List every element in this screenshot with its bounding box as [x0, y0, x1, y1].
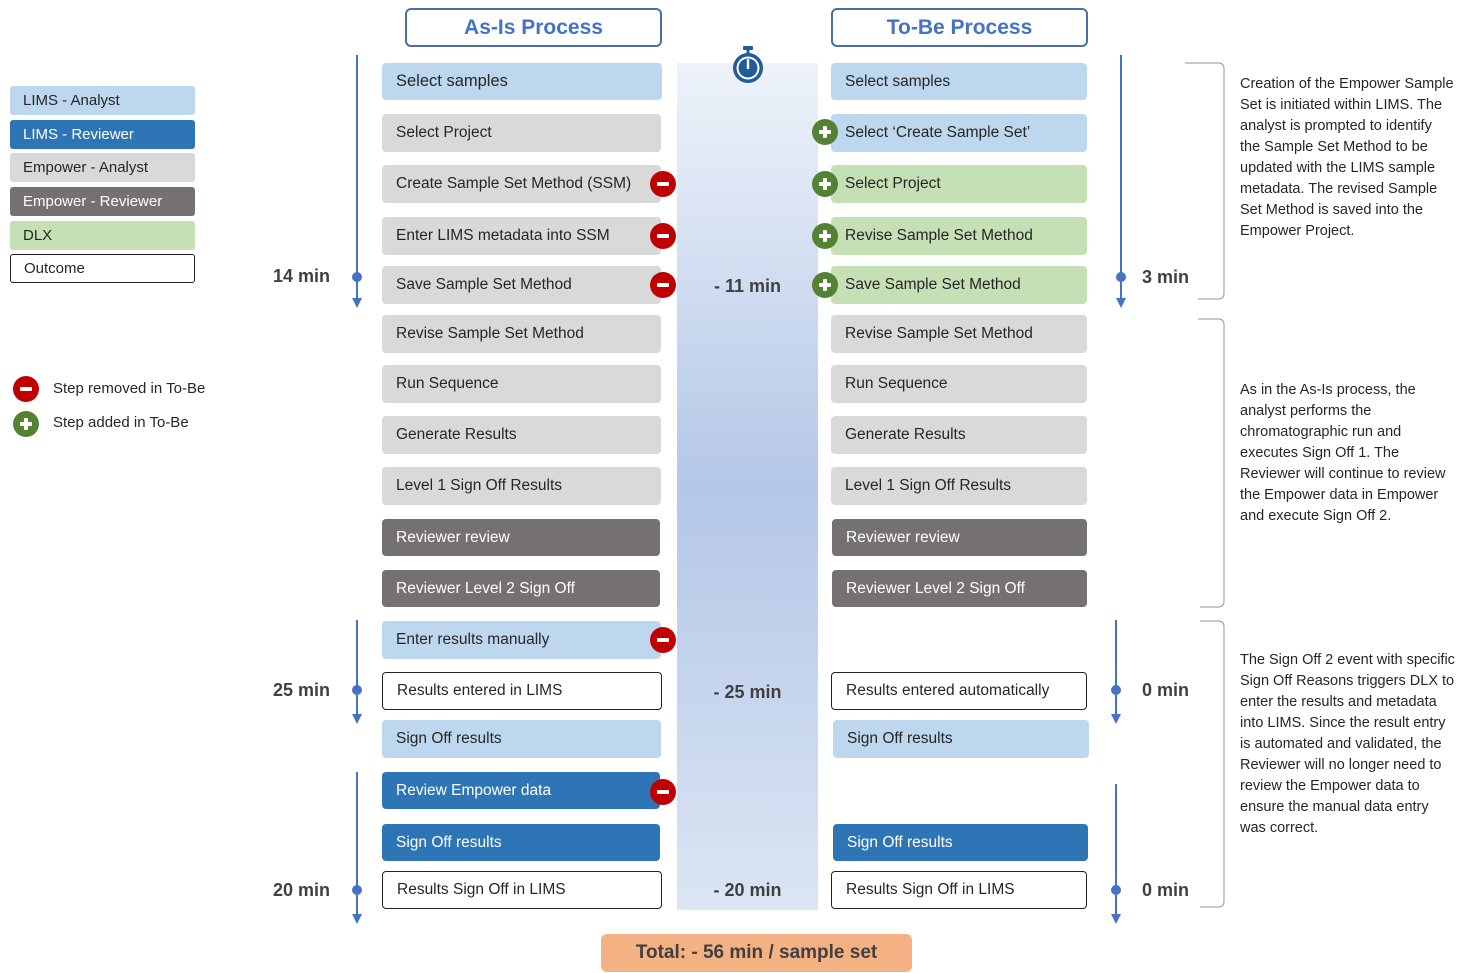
minus-circle-icon — [650, 779, 676, 805]
as-is-timeline — [352, 55, 362, 924]
to-be-step: Level 1 Sign Off Results — [831, 467, 1087, 505]
minus-circle-icon — [650, 272, 676, 298]
as-is-step: Select samples — [382, 63, 662, 100]
to-be-step: Run Sequence — [831, 365, 1087, 403]
to-be-outcome: Results Sign Off in LIMS — [831, 871, 1087, 909]
legend-label: LIMS - Reviewer — [23, 126, 134, 143]
to-be-step: Save Sample Set Method — [831, 266, 1087, 304]
minus-circle-icon — [650, 223, 676, 249]
legend-label: Outcome — [24, 260, 85, 277]
as-is-step: Reviewer Level 2 Sign Off — [382, 570, 660, 607]
as-is-step: Review Empower data — [382, 772, 660, 809]
as-is-outcome: Results Sign Off in LIMS — [382, 871, 662, 909]
to-be-time-2: 0 min — [1142, 680, 1190, 700]
to-be-step: Revise Sample Set Method — [831, 217, 1087, 255]
to-be-timeline — [1111, 55, 1126, 924]
to-be-time-3: 0 min — [1142, 880, 1190, 900]
legend-label: Empower - Analyst — [23, 159, 149, 176]
as-is-time-2: 25 min — [273, 680, 331, 700]
legend-label: DLX — [23, 227, 53, 244]
stopwatch-icon — [733, 46, 763, 83]
to-be-time-1: 3 min — [1142, 267, 1190, 287]
legend-label: LIMS - Analyst — [23, 92, 120, 109]
delta-label-1: - 11 min — [713, 276, 782, 296]
as-is-step: Reviewer review — [382, 519, 660, 556]
plus-circle-icon — [13, 411, 39, 437]
as-is-step: Level 1 Sign Off Results — [382, 467, 661, 505]
as-is-step: Select Project — [382, 114, 661, 152]
delta-label-2: - 25 min — [713, 682, 782, 702]
as-is-header: As-Is Process — [405, 8, 662, 47]
legend-empower-analyst: Empower - Analyst — [10, 153, 195, 182]
to-be-step: Select samples — [831, 63, 1087, 100]
as-is-step: Create Sample Set Method (SSM) — [382, 165, 661, 203]
total-savings: Total: - 56 min / sample set — [601, 934, 912, 972]
as-is-step: Enter LIMS metadata into SSM — [382, 217, 661, 255]
plus-circle-icon — [812, 119, 838, 145]
as-is-step: Sign Off results — [382, 824, 660, 861]
to-be-step: Select Project — [831, 165, 1087, 203]
as-is-step: Revise Sample Set Method — [382, 315, 661, 353]
to-be-step: Select ‘Create Sample Set’ — [831, 114, 1087, 152]
as-is-step: Enter results manually — [382, 621, 661, 659]
to-be-step: Reviewer review — [832, 519, 1087, 556]
to-be-step: Revise Sample Set Method — [831, 315, 1087, 353]
to-be-header: To-Be Process — [831, 8, 1088, 47]
legend-lims-analyst: LIMS - Analyst — [10, 86, 195, 115]
as-is-time-3: 20 min — [273, 880, 331, 900]
as-is-step: Sign Off results — [382, 720, 661, 758]
legend-dlx: DLX — [10, 221, 195, 250]
note-brackets — [1185, 62, 1225, 908]
delta-label-3: - 20 min — [713, 880, 782, 900]
legend-added-label: Step added in To-Be — [53, 414, 189, 431]
to-be-step: Sign Off results — [833, 824, 1088, 861]
plus-circle-icon — [812, 171, 838, 197]
minus-circle-icon — [650, 171, 676, 197]
legend-label: Empower - Reviewer — [23, 193, 163, 210]
time-saving-band — [677, 63, 818, 910]
to-be-step: Generate Results — [831, 416, 1087, 454]
note-sample-set-creation: Creation of the Empower Sample Set is in… — [1240, 76, 1454, 239]
legend-lims-reviewer: LIMS - Reviewer — [10, 120, 195, 149]
plus-circle-icon — [812, 223, 838, 249]
to-be-step: Reviewer Level 2 Sign Off — [832, 570, 1087, 607]
minus-circle-icon — [650, 627, 676, 653]
legend-outcome: Outcome — [10, 254, 195, 283]
to-be-outcome: Results entered automatically — [831, 672, 1087, 710]
legend-removed-label: Step removed in To-Be — [53, 380, 206, 397]
as-is-outcome: Results entered in LIMS — [382, 672, 662, 710]
minus-circle-icon — [13, 376, 39, 402]
to-be-step: Sign Off results — [833, 720, 1089, 758]
as-is-step: Generate Results — [382, 416, 661, 454]
note-dlx-results-entry: The Sign Off 2 event with specific Sign … — [1240, 652, 1455, 836]
as-is-time-1: 14 min — [273, 266, 331, 286]
legend-empower-reviewer: Empower - Reviewer — [10, 187, 195, 216]
plus-circle-icon — [812, 272, 838, 298]
as-is-step: Run Sequence — [382, 365, 661, 403]
note-chromatographic-run: As in the As-Is process, the analyst per… — [1240, 382, 1446, 524]
as-is-step: Save Sample Set Method — [382, 266, 661, 304]
